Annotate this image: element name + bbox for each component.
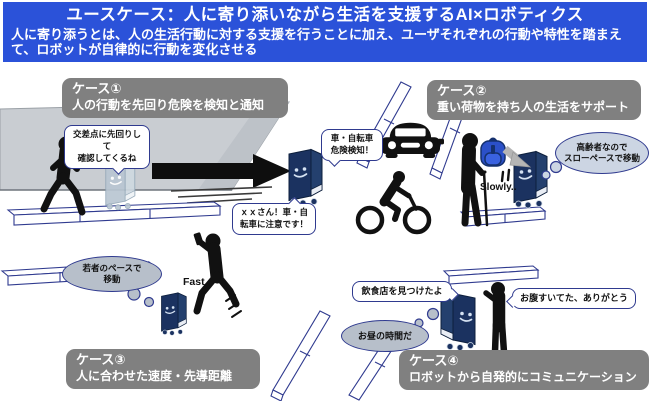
forward-arrow-icon [152, 154, 291, 188]
case1-label-box: ケース① 人の行動を先回り危険を検知と通知 [62, 78, 288, 119]
car-icon [376, 122, 444, 158]
header-banner: ユースケース：人に寄り添いながら生活を支援するAI×ロボティクス 人に寄り添うと… [3, 2, 647, 62]
thought-trail-case4 [414, 307, 440, 328]
fast-caption: Fast.. [183, 276, 211, 288]
slowly-caption: Slowly.. [480, 182, 517, 193]
robot-case3-icon [161, 292, 187, 336]
backpack-icon [480, 137, 506, 167]
case3-label-box: ケース③ 人に合わせた速度・先導距離 [66, 349, 260, 390]
case1-title: ケース① [72, 81, 122, 96]
case3-description: 人に合わせた速度・先導距離 [76, 369, 233, 384]
thought-trail-case3 [127, 287, 155, 308]
elderly-person-icon [461, 133, 489, 227]
thought-trail-case2 [541, 160, 563, 180]
case2-label-box: ケース② 重い荷物を持ち人の生活をサポート [427, 80, 641, 121]
handoff-arrow-icon [502, 145, 532, 168]
speech-bubble-robot4-found: 飲食店を見つけたよ [352, 281, 452, 302]
case2-description: 重い荷物を持ち人の生活をサポート [437, 100, 630, 115]
curb-beams [0, 81, 547, 401]
case3-title: ケース③ [76, 352, 126, 367]
speech-bubble-person4-thanks: お腹すいてた、ありがとう [512, 288, 636, 309]
case4-label-box: ケース④ ロボットから自発的にコミュニケーション [399, 350, 649, 391]
page-title: ユースケース：人に寄り添いながら生活を支援するAI×ロボティクス [66, 6, 584, 24]
thought-bubble-robot2-pace: 高齢者なので スローペースで移動 [555, 132, 649, 174]
thought-bubble-robot4-lunch: お昼の時間だ [341, 320, 429, 352]
robot-case4-icon [440, 292, 476, 351]
person-with-phone-icon [193, 232, 240, 315]
standing-person-icon [483, 282, 508, 356]
speech-bubble-robot1-warning: ｘｘさん！車・自 転車に注意です！ [232, 203, 316, 235]
case4-description: ロボットから自発的にコミュニケーション [409, 370, 637, 385]
speech-bubble-danger-detect: 車・自転車 危険検知！ [321, 129, 383, 161]
fast-motion-marks [225, 294, 242, 318]
case1-description: 人の行動を先回り危険を検知と通知 [72, 98, 265, 113]
slow-motion-marks [500, 168, 511, 183]
page-subtitle: 人に寄り添うとは、人の生活行動に対する支援を行うことに加え、ユーザそれぞれの行動… [11, 26, 622, 58]
speech-bubble-robot1-plan: 交差点に先回りして 確認してくるね [64, 125, 150, 169]
case2-title: ケース② [437, 83, 487, 98]
case4-title: ケース④ [409, 353, 459, 368]
thought-bubble-robot3-pace: 若者のペースで 移動 [62, 256, 162, 292]
cyclist-icon [355, 171, 432, 235]
